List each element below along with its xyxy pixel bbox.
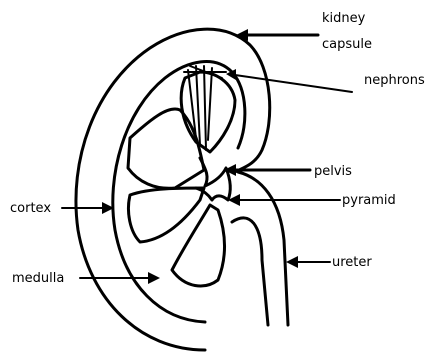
- label-kidney-capsule-line1: kidney: [322, 11, 366, 26]
- cortex-pointer: [62, 202, 114, 214]
- label-nephrons: nephrons: [364, 73, 425, 88]
- pyramid-lower: [172, 205, 224, 286]
- label-medulla: medulla: [12, 271, 64, 286]
- label-pyramid: pyramid: [342, 193, 396, 208]
- label-ureter: ureter: [332, 255, 372, 270]
- pyramid-upper-left: [128, 109, 204, 188]
- label-kidney-capsule-line2: capsule: [322, 37, 372, 52]
- kidney-capsule-pointer: [236, 29, 318, 41]
- pyramid-pointer: [228, 194, 340, 206]
- nephrons-pointer: [226, 69, 352, 92]
- ureter-left-wall: [232, 218, 268, 325]
- label-cortex: cortex: [10, 201, 51, 216]
- cortex-inner-boundary: [113, 62, 245, 322]
- ureter-pointer: [286, 256, 330, 268]
- label-pelvis: pelvis: [314, 164, 352, 179]
- pelvis-pointer: [224, 164, 310, 176]
